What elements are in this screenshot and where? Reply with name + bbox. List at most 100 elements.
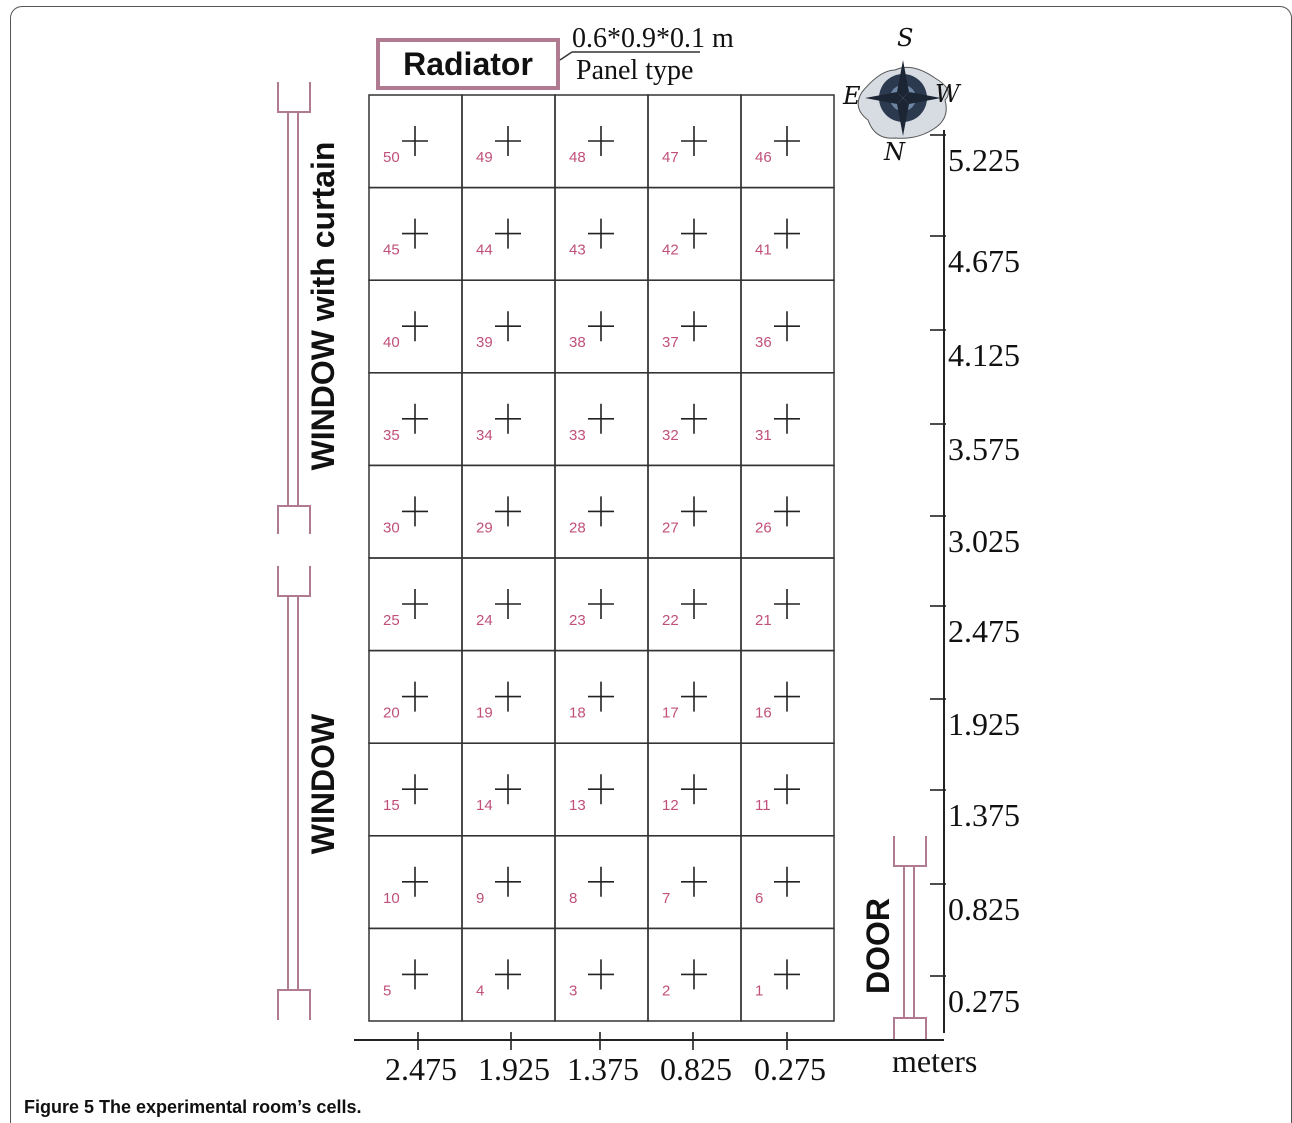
grid-cell: 5 (368, 927, 463, 1022)
cell-number: 46 (755, 149, 772, 166)
grid-cell: 45 (368, 186, 463, 281)
y-axis-tick-label: 3.025 (948, 523, 1020, 559)
cell-center-marker (402, 311, 428, 342)
cell-center-marker (402, 126, 428, 156)
cell-number: 40 (383, 334, 400, 351)
grid-cell: 48 (554, 94, 649, 189)
grid-cell: 27 (647, 464, 742, 559)
window-label: WINDOW (305, 713, 341, 854)
cell-number: 26 (755, 519, 772, 536)
y-axis-tick-label: 1.375 (948, 797, 1020, 833)
cell-center-marker (681, 774, 707, 805)
grid-cell: 13 (554, 742, 649, 837)
y-axis: 5.2254.6754.1253.5753.0252.4751.9251.375… (930, 130, 1020, 1033)
cell-center-marker (681, 496, 707, 527)
cell-number: 22 (662, 612, 679, 629)
cell-center-marker (402, 218, 428, 249)
cell-number: 9 (476, 890, 484, 907)
cell-center-marker (588, 311, 614, 342)
cell-center-marker (402, 589, 428, 619)
cell-number: 38 (569, 334, 586, 351)
x-axis-tick-label: 1.375 (567, 1051, 639, 1087)
cell-number: 16 (755, 705, 772, 722)
cell-center-marker (495, 959, 521, 990)
grid-cell: 39 (461, 279, 556, 374)
grid-cell: 40 (368, 279, 463, 374)
cell-number: 19 (476, 705, 493, 722)
grid-cell: 43 (554, 186, 649, 281)
grid-cell: 31 (740, 372, 835, 467)
cell-number: 4 (476, 982, 484, 999)
x-axis-tick-label: 2.475 (385, 1051, 457, 1087)
cell-number: 29 (476, 519, 493, 536)
cell-number: 5 (383, 982, 391, 999)
window-symbol (277, 566, 311, 1020)
cell-center-marker (588, 774, 614, 805)
grid-cell: 35 (368, 372, 463, 467)
figure-caption: Figure 5 The experimental room’s cells. (24, 1097, 361, 1118)
grid-cell: 34 (461, 372, 556, 467)
cell-center-marker (681, 403, 707, 434)
x-axis-tick-label: 1.925 (478, 1051, 550, 1087)
radiator-leader-line (559, 51, 573, 61)
cell-center-marker (774, 866, 800, 897)
grid-cell: 38 (554, 279, 649, 374)
grid-cell-border (740, 927, 835, 1022)
grid-cell: 8 (554, 835, 649, 930)
cell-center-marker (495, 866, 521, 897)
grid-cell: 24 (461, 557, 556, 652)
y-axis-tick-label: 2.475 (948, 613, 1020, 649)
cell-number: 47 (662, 149, 679, 166)
compass-south: S (897, 24, 913, 52)
cell-center-marker (681, 311, 707, 342)
cell-number: 32 (662, 427, 679, 444)
cell-center-marker (681, 681, 707, 712)
cell-number: 49 (476, 149, 493, 166)
grid-cell: 14 (461, 742, 556, 837)
compass-east: E (842, 82, 861, 110)
cell-number: 18 (569, 705, 586, 722)
grid-cell: 42 (647, 186, 742, 281)
cell-center-marker (588, 866, 614, 897)
cell-number: 36 (755, 334, 772, 351)
cell-number: 6 (755, 890, 763, 907)
cell-number: 13 (569, 797, 586, 814)
cell-center-marker (774, 496, 800, 527)
radiator: Radiator 0.6*0.9*0.1 m Panel type (376, 23, 734, 90)
door-label: DOOR (860, 898, 896, 994)
grid-cell: 4 (461, 927, 556, 1022)
y-axis-tick-label: 0.275 (948, 983, 1020, 1019)
grid-cell: 50 (368, 94, 463, 189)
caption-label: Figure 5 (24, 1097, 95, 1117)
cell-center-marker (774, 403, 800, 434)
cell-center-marker (588, 218, 614, 249)
cell-number: 39 (476, 334, 493, 351)
cell-center-marker (774, 681, 800, 712)
cell-number: 2 (662, 982, 670, 999)
compass-icon: S E W N (842, 24, 962, 166)
room-cell-diagram: Radiator 0.6*0.9*0.1 m Panel type S E W … (277, 23, 1020, 1087)
cell-number: 41 (755, 242, 772, 259)
cell-number: 23 (569, 612, 586, 629)
grid-cell: 32 (647, 372, 742, 467)
cell-center-marker (681, 589, 707, 619)
grid-cell: 29 (461, 464, 556, 559)
cell-number: 12 (662, 797, 679, 814)
cell-number: 8 (569, 890, 577, 907)
cell-center-marker (495, 681, 521, 712)
compass-north: N (883, 138, 906, 166)
cell-center-marker (774, 959, 800, 990)
cell-center-marker (681, 218, 707, 249)
cell-number: 33 (569, 427, 586, 444)
cell-number: 1 (755, 982, 763, 999)
grid-cell: 16 (740, 649, 835, 744)
cell-center-marker (495, 589, 521, 619)
cell-number: 15 (383, 797, 400, 814)
cell-center-marker (402, 681, 428, 712)
grid-cell: 21 (740, 557, 835, 652)
cell-number: 10 (383, 890, 400, 907)
cell-number: 14 (476, 797, 493, 814)
compass-west: W (935, 80, 962, 108)
radiator-type: Panel type (576, 55, 693, 86)
